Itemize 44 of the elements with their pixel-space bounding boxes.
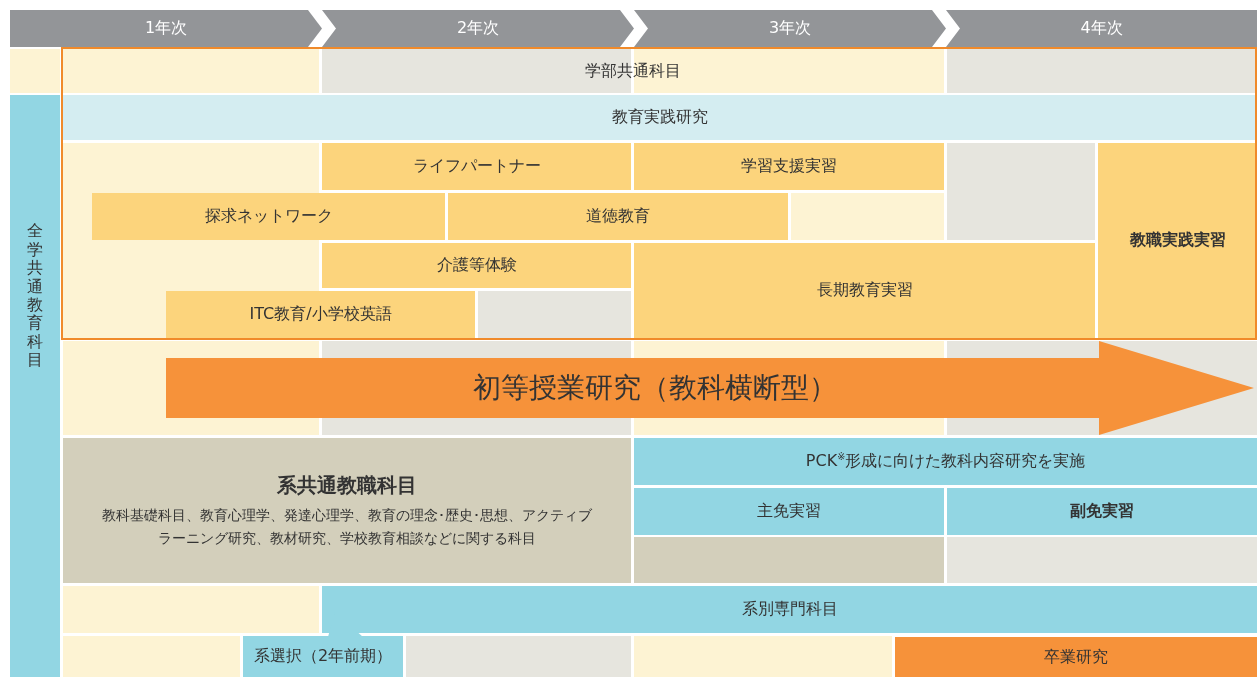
course-description: 教科基礎科目、教育心理学、発達心理学、教育の理念･歴史･思想、アクティブラーニング研究、教材研究、学校教育相談などに関する科目 (101, 506, 593, 548)
panel-heading: 系共通教職科目 (277, 472, 417, 499)
category-band (10, 95, 60, 677)
course-bar (166, 291, 475, 338)
year-header (10, 10, 322, 47)
course-panel (63, 438, 631, 583)
course-name: 卒業研究 (1044, 646, 1108, 668)
course-name: 介護等体験 (436, 255, 517, 276)
course-name: 長期教育実習 (816, 280, 913, 301)
course-name: 教職実践実習 (1129, 230, 1226, 251)
course-bar (634, 143, 944, 190)
arrow-band (166, 341, 1254, 435)
year-header (946, 10, 1257, 47)
course-name: ライフパートナー (412, 156, 541, 177)
course-bar (634, 488, 944, 535)
course-bar (1098, 143, 1257, 338)
course-name: PCK$^{※}$形成に向けた教科内容研究を実施 (805, 450, 1086, 473)
course-bar (92, 193, 445, 240)
course-name: 学習支援実習 (741, 156, 837, 177)
course-name: 道徳教育 (586, 206, 650, 227)
course-name: 初等授業研究（教科横断型） (473, 369, 837, 406)
course-name: 主免実習 (757, 501, 821, 522)
course-bar (322, 586, 1257, 633)
course-bar (322, 143, 631, 190)
year-label: 3年次 (768, 18, 812, 39)
year-label: 2年次 (456, 18, 500, 39)
course-name: 探求ネットワーク (204, 206, 333, 227)
course-bar (634, 438, 1257, 485)
course-bar (634, 243, 1095, 338)
year-label: 4年次 (1080, 18, 1123, 39)
course-bar (63, 95, 1257, 140)
course-name: 副免実習 (1070, 501, 1134, 522)
course-bar (895, 637, 1257, 677)
course-bar (448, 193, 788, 240)
course-name: 学部共通科目 (585, 60, 681, 82)
course-name: ITC教育/小学校英語 (249, 304, 392, 325)
year-header (634, 10, 946, 47)
category-label: 全学共通教育科目 (27, 222, 43, 370)
year-label: 1年次 (144, 18, 188, 39)
course-name: 教育実践研究 (612, 107, 708, 128)
course-bar (322, 243, 631, 288)
year-header (322, 10, 634, 47)
course-name: 系別専門科目 (741, 599, 838, 620)
course-bar (947, 488, 1257, 535)
